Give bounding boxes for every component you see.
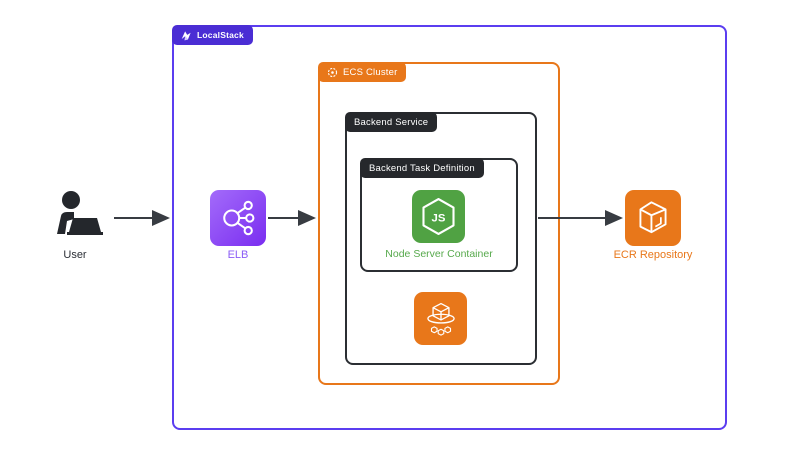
node-container-label: Node Server Container [385, 248, 493, 260]
user-label: User [63, 249, 87, 261]
localstack-label: LocalStack [197, 30, 244, 40]
backend-service-boundary-box: Backend Service [345, 112, 537, 365]
elb-label: ELB [227, 249, 249, 261]
ecr-node [625, 190, 681, 246]
user-at-laptop-icon [47, 191, 103, 248]
ecs-node [414, 292, 467, 345]
elb-node [210, 190, 266, 246]
ecs-cluster-icon [327, 67, 338, 78]
ecr-label: ECR Repository [613, 249, 693, 261]
backend-service-label: Backend Service [354, 116, 429, 128]
ecs-cluster-tab: ECS Cluster [318, 62, 407, 82]
user-node [47, 188, 103, 244]
task-definition-label: Backend Task Definition [369, 162, 475, 174]
localstack-logo-icon [181, 30, 192, 41]
ecr-cube-icon [631, 196, 675, 240]
load-balancer-icon [216, 196, 260, 240]
nodejs-icon: JS [417, 195, 460, 238]
backend-service-tab: Backend Service [345, 112, 438, 132]
ecs-cluster-label: ECS Cluster [343, 66, 398, 78]
ecs-containers-icon [420, 298, 462, 340]
localstack-boundary-box: LocalStack [172, 25, 727, 430]
nodejs-icon-text: JS [432, 212, 446, 224]
ecs-cluster-boundary-box: ECS Cluster [318, 62, 560, 385]
task-definition-boundary-box: Backend Task Definition [360, 158, 518, 272]
node-container-node: JS [412, 190, 465, 243]
task-definition-tab: Backend Task Definition [360, 158, 484, 178]
localstack-tab: LocalStack [172, 25, 253, 45]
